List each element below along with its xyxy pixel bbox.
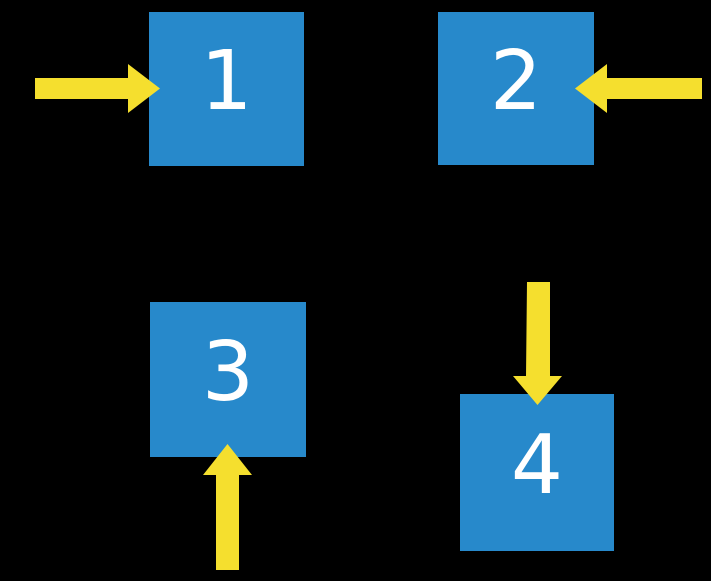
square-1-label: 1 xyxy=(200,34,253,129)
right-arrow-icon xyxy=(35,64,160,113)
down-arrow-icon xyxy=(513,282,562,405)
square-4-label: 4 xyxy=(510,417,564,513)
left-arrow-icon xyxy=(575,64,702,113)
square-1: 1 xyxy=(149,12,304,166)
square-3-label: 3 xyxy=(201,324,255,420)
square-3: 3 xyxy=(150,302,306,457)
square-2-label: 2 xyxy=(489,33,543,129)
square-4: 4 xyxy=(460,394,614,551)
square-2: 2 xyxy=(438,12,594,165)
up-arrow-icon xyxy=(203,444,252,570)
